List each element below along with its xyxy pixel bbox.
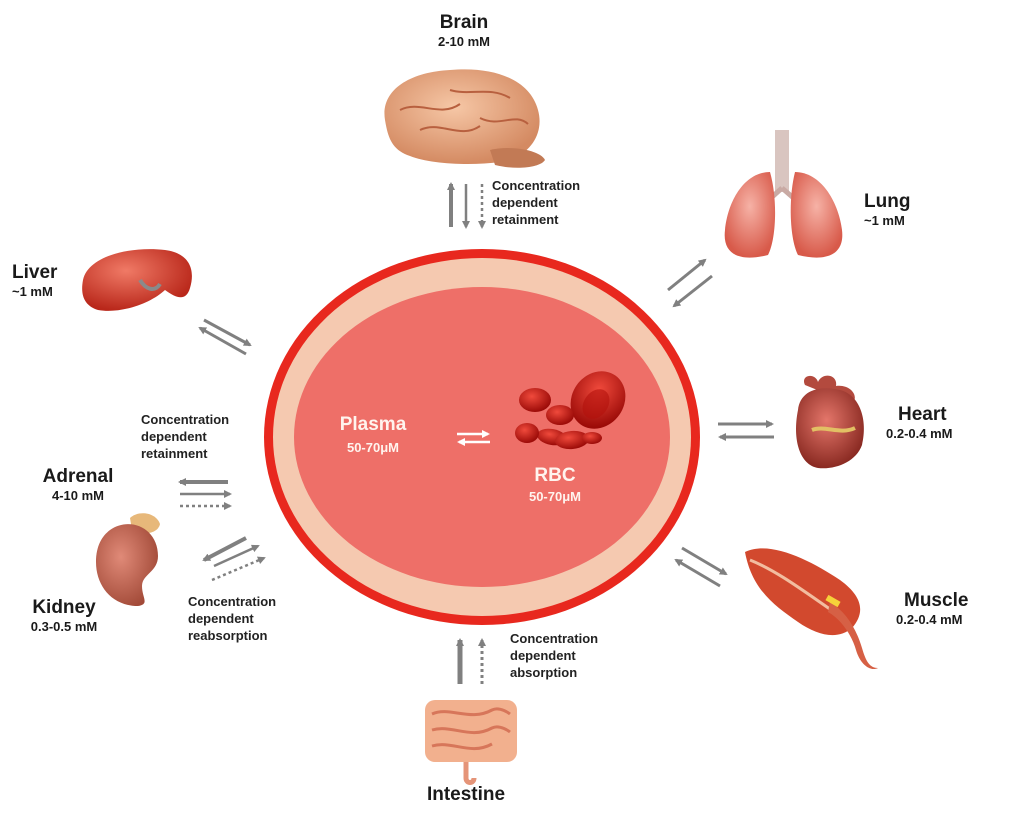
adrenal-note: Concentration dependent retainment bbox=[141, 412, 230, 461]
muscle-label: Muscle 0.2-0.4 mM bbox=[896, 590, 968, 627]
rbc-concentration: 50-70μM bbox=[528, 489, 582, 504]
brain-label: Brain 2-10 mM bbox=[404, 12, 524, 49]
kidney-reabsorb-arrow bbox=[211, 556, 266, 582]
kidney-image bbox=[96, 513, 160, 606]
adrenal-name: Adrenal bbox=[42, 466, 114, 487]
muscle-in-arrow bbox=[674, 558, 721, 588]
liver-image bbox=[82, 249, 192, 311]
liver-concentration: ~1 mM bbox=[12, 284, 53, 299]
muscle-concentration: 0.2-0.4 mM bbox=[896, 612, 963, 627]
muscle-out-arrow bbox=[681, 546, 728, 576]
lung-label: Lung ~1 mM bbox=[864, 191, 910, 228]
heart-image bbox=[796, 375, 864, 469]
rbc-label: RBC 50-70μM bbox=[500, 465, 610, 504]
red-blood-cells-image bbox=[515, 371, 626, 450]
kidney-name: Kidney bbox=[32, 597, 96, 618]
lung-name: Lung bbox=[864, 191, 911, 212]
brain-name: Brain bbox=[439, 12, 489, 33]
lung-in-arrow bbox=[672, 274, 713, 308]
plasma-label: Plasma 50-70μM bbox=[318, 414, 428, 455]
intestine-image bbox=[425, 700, 517, 785]
plasma-name: Plasma bbox=[339, 414, 407, 435]
kidney-in-arrow bbox=[202, 536, 247, 562]
rbc-name: RBC bbox=[534, 465, 576, 486]
lung-image bbox=[724, 130, 843, 258]
muscle-image bbox=[745, 548, 878, 670]
heart-label: Heart 0.2-0.4 mM bbox=[886, 404, 952, 441]
brain-note: Concentration dependent retainment bbox=[492, 178, 581, 227]
muscle-name: Muscle bbox=[904, 590, 969, 611]
heart-concentration: 0.2-0.4 mM bbox=[886, 426, 953, 441]
liver-name: Liver bbox=[12, 262, 58, 283]
lung-out-arrow bbox=[667, 258, 707, 292]
kidney-note: Concentration dependent reabsorption bbox=[188, 594, 277, 643]
heart-name: Heart bbox=[898, 404, 947, 425]
liver-in-arrow bbox=[198, 326, 247, 356]
adrenal-label: Adrenal 4-10 mM bbox=[28, 466, 128, 503]
brain-image bbox=[384, 69, 545, 168]
liver-out-arrow bbox=[203, 318, 252, 347]
liver-label: Liver ~1 mM bbox=[12, 262, 57, 299]
intestine-name: Intestine bbox=[426, 784, 506, 805]
kidney-concentration: 0.3-0.5 mM bbox=[30, 619, 98, 634]
lung-concentration: ~1 mM bbox=[864, 213, 905, 228]
kidney-out-arrow bbox=[213, 544, 260, 568]
intestine-note: Concentration dependent absorption bbox=[510, 631, 599, 680]
intestine-label: Intestine bbox=[396, 784, 536, 806]
plasma-concentration: 50-70μM bbox=[346, 440, 400, 455]
plasma-rbc-exchange-arrows bbox=[457, 430, 490, 446]
adrenal-concentration: 4-10 mM bbox=[51, 488, 105, 503]
transport-arrows bbox=[178, 182, 774, 684]
brain-concentration: 2-10 mM bbox=[437, 34, 491, 49]
kidney-label: Kidney 0.3-0.5 mM bbox=[14, 597, 114, 634]
